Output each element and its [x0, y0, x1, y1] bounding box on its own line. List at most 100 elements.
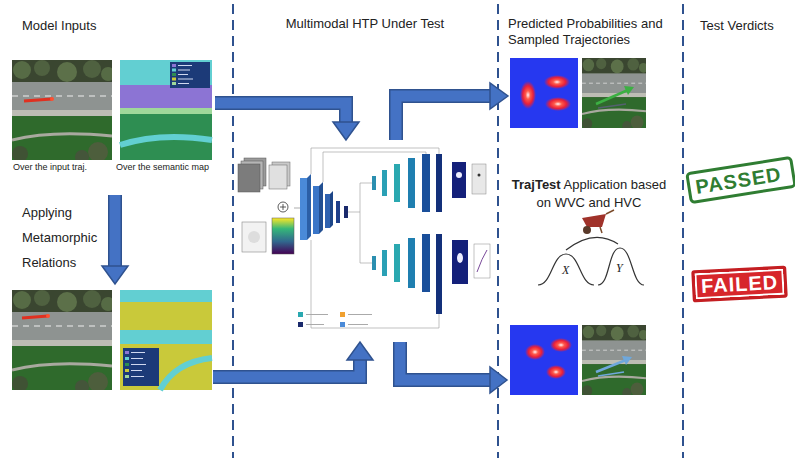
semantic-map	[131, 352, 145, 353]
column-divider	[497, 4, 499, 458]
semantic-map	[178, 79, 193, 80]
network-illustration	[340, 312, 345, 317]
variable-symbol: X	[562, 264, 569, 277]
network-illustration	[382, 250, 387, 276]
semantic-map	[120, 290, 212, 302]
network-illustration	[408, 238, 415, 288]
network-illustration	[344, 206, 348, 218]
aerial-image	[24, 99, 52, 101]
wheelbarrow-icon	[583, 226, 591, 234]
method-name: TrajTest	[512, 177, 561, 192]
block-arrow	[213, 342, 373, 377]
semantic-map	[178, 65, 192, 66]
network-illustration	[330, 191, 333, 228]
network-illustration	[372, 176, 376, 190]
network-illustration	[348, 314, 372, 315]
trajectory-image	[622, 356, 632, 365]
semantic-map	[172, 82, 176, 85]
probability-map	[550, 338, 572, 352]
aerial-image	[50, 97, 54, 101]
distribution-curves	[538, 254, 594, 285]
network-illustration	[298, 322, 303, 327]
network-illustration	[452, 240, 468, 284]
text-block: TrajTest Application based on WVC and HV…	[510, 176, 668, 212]
network-illustration	[307, 174, 311, 240]
block-arrow	[396, 83, 508, 140]
semantic-map	[125, 357, 129, 360]
aerial-image	[12, 60, 115, 164]
distribution-curves	[598, 248, 644, 285]
network-illustration	[348, 183, 372, 212]
probability-map	[510, 58, 578, 128]
network-illustration	[422, 234, 430, 292]
network-illustration	[294, 208, 300, 209]
network-illustration	[313, 186, 319, 234]
step-label: Applying Metamorphic Relations	[22, 200, 106, 275]
network-illustration	[394, 164, 400, 202]
verdict-stamp: FAILED	[691, 266, 788, 303]
arrow-outline	[215, 103, 346, 122]
semantic-map	[160, 358, 212, 390]
probability-map	[510, 325, 578, 395]
network-illustration	[382, 170, 387, 196]
semantic-map	[120, 344, 212, 390]
semantic-map	[120, 85, 212, 108]
aerial-image	[46, 314, 50, 318]
probability-map	[546, 365, 566, 379]
semantic-map	[178, 66, 193, 84]
network-illustration	[283, 204, 284, 210]
network-illustration	[477, 250, 487, 272]
semantic-map	[120, 114, 212, 160]
trajectory-image	[596, 360, 626, 372]
block-arrow	[213, 360, 360, 377]
semantic-map	[125, 351, 129, 354]
trajectory-image	[582, 325, 648, 398]
network-illustration	[422, 154, 430, 212]
network-illustration	[348, 324, 368, 325]
semantic-map	[131, 370, 142, 371]
semantic-map	[170, 62, 210, 88]
wheelbarrow-icon	[582, 214, 606, 227]
verdict-stamp: PASSED	[685, 156, 795, 205]
verdict-text: FAILED	[700, 270, 778, 298]
aerial-image	[12, 290, 115, 394]
column-heading: Multimodal HTP Under Test	[236, 16, 494, 32]
arrow-body	[215, 103, 346, 122]
semantic-map	[120, 290, 212, 390]
network-illustration	[269, 165, 287, 189]
block-arrow	[347, 342, 373, 360]
network-illustration	[306, 314, 328, 315]
arrow-head	[333, 122, 359, 140]
network-illustration	[372, 256, 376, 270]
semantic-map	[172, 69, 176, 72]
model-panel: Multimodal HTP Under Test	[236, 140, 494, 340]
semantic-map	[131, 364, 146, 365]
semantic-map	[131, 376, 144, 377]
trajectory-image	[598, 372, 624, 376]
image-caption: Over the input traj.	[10, 162, 116, 173]
network-illustration	[272, 218, 294, 254]
column-divider	[682, 4, 684, 458]
network-illustration	[311, 148, 439, 328]
network-illustration	[472, 164, 486, 194]
aerial-image	[12, 60, 115, 164]
semantic-map	[125, 369, 129, 372]
network-illustration	[478, 174, 481, 177]
column-heading: Predicted Probabilities and Sampled Traj…	[508, 16, 688, 48]
network-illustration	[457, 253, 463, 263]
arrow-head	[490, 83, 508, 109]
trajectory-image	[624, 86, 634, 95]
aerial-image	[22, 316, 48, 318]
network-illustration	[298, 312, 303, 317]
network-illustration	[278, 202, 288, 212]
network-illustration	[300, 178, 307, 240]
block-arrow	[213, 360, 360, 377]
block-arrow	[400, 342, 490, 380]
network-illustration	[436, 234, 442, 314]
semantic-map	[120, 330, 212, 344]
probability-map	[520, 81, 536, 109]
block-arrow	[110, 195, 121, 266]
